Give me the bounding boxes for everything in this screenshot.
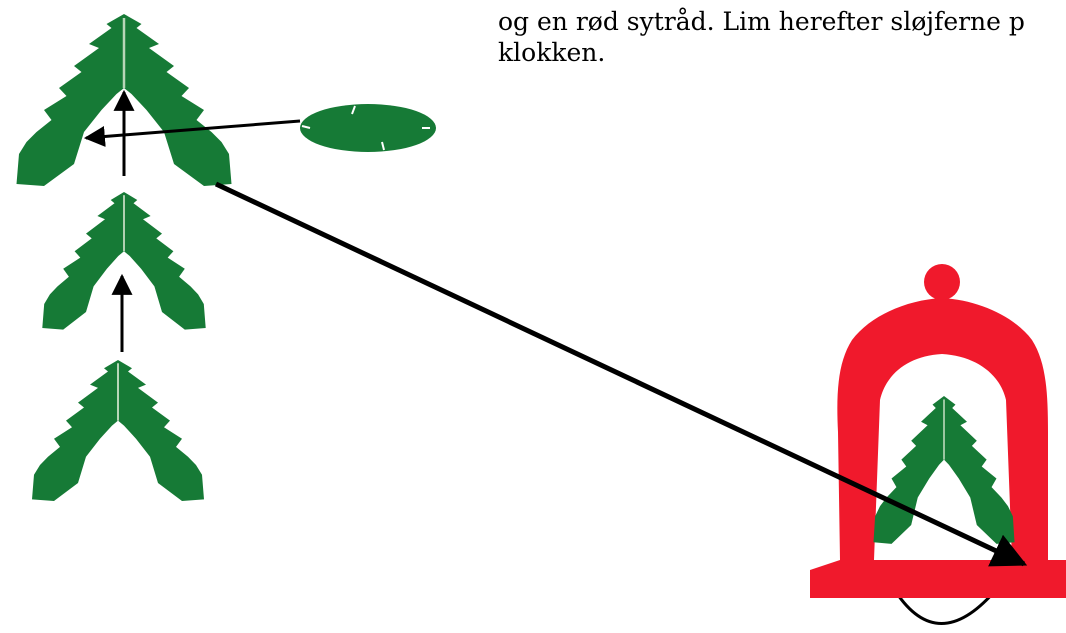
arrow-tree-to-bell bbox=[214, 181, 1028, 567]
instruction-text: og en rød sytråd. Lim herefter sløjferne… bbox=[498, 6, 1066, 68]
tree-ornament-middle-icon bbox=[42, 192, 206, 330]
tree-ornament-top-icon bbox=[16, 14, 232, 186]
instruction-line-1: og en rød sytråd. Lim herefter sløjferne… bbox=[498, 7, 1025, 36]
arrow-disc-to-top-tree bbox=[83, 119, 301, 147]
instruction-line-2: klokken. bbox=[498, 38, 606, 67]
red-bell-icon bbox=[810, 264, 1066, 625]
bell-tree-ornament-icon bbox=[873, 396, 1015, 544]
tree-ornament-bottom-icon bbox=[32, 360, 204, 502]
green-oval-disc-icon bbox=[300, 104, 436, 152]
